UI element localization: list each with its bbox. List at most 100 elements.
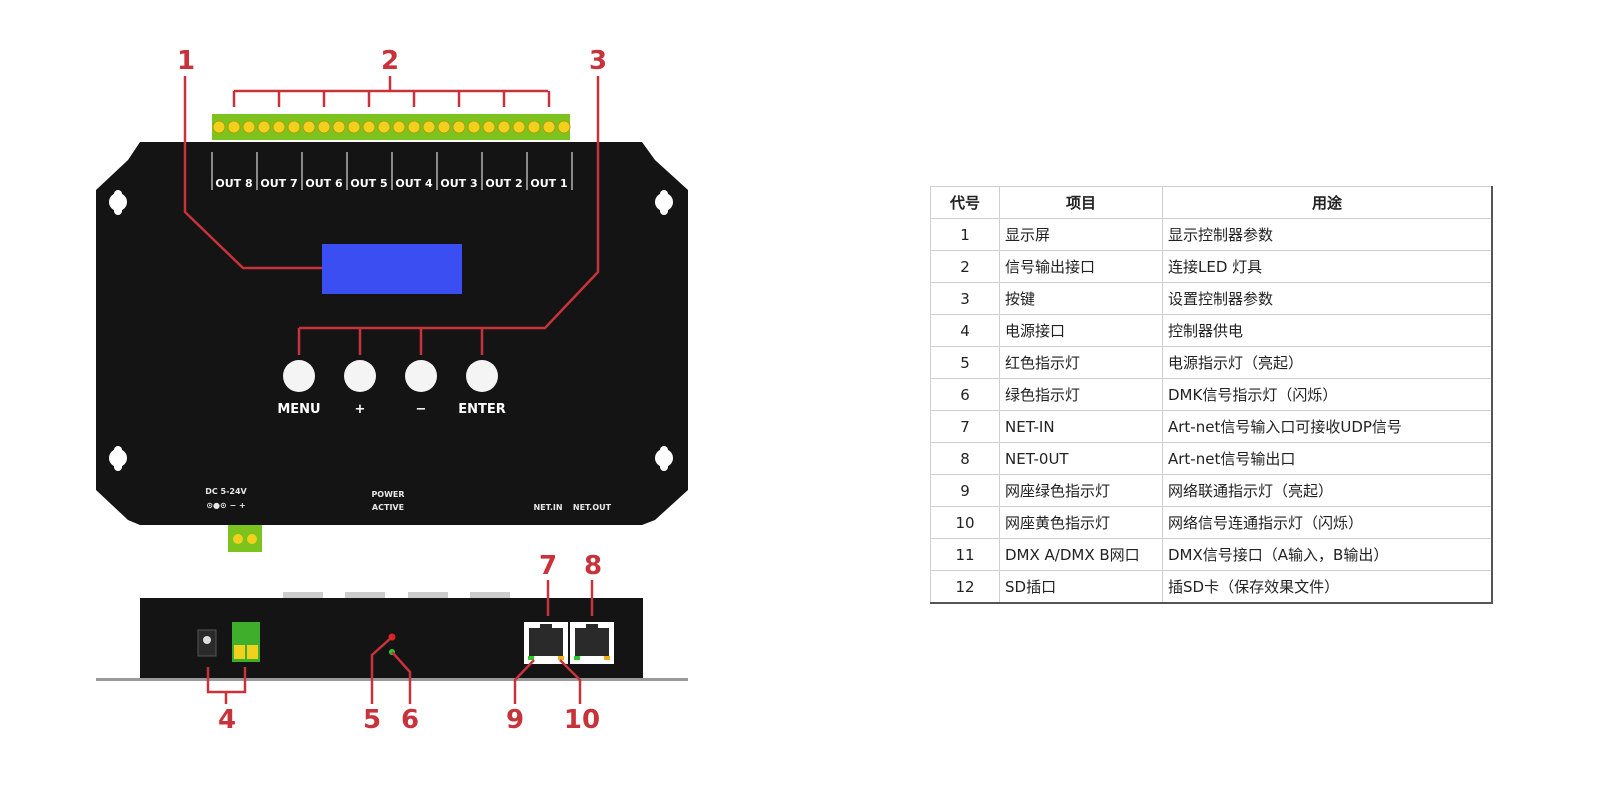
- button-label-plus: +: [355, 402, 366, 417]
- header-use: 用途: [1162, 186, 1493, 219]
- cell-item: SD插口: [999, 570, 1163, 604]
- terminal-screw: [467, 120, 481, 134]
- rj45-port-in: [524, 622, 568, 664]
- table-header-row: 代号 项目 用途: [930, 186, 1493, 219]
- cell-code: 8: [930, 442, 1000, 475]
- terminal-screw: [287, 120, 301, 134]
- callout-3: 3: [589, 46, 607, 76]
- power-terminal-side: [232, 622, 260, 662]
- terminal-screw: [362, 120, 376, 134]
- terminal-screw: [407, 120, 421, 134]
- power-input-label: DC 5-24V: [205, 487, 247, 496]
- cell-item: 电源接口: [999, 314, 1163, 347]
- power-terminal-top: [228, 525, 262, 552]
- cell-code: 9: [930, 474, 1000, 507]
- callout-6: 6: [401, 705, 419, 735]
- header-code: 代号: [930, 186, 1000, 219]
- terminal-screw: [482, 120, 496, 134]
- power-polarity-symbols: ⊙●⊙ − +: [206, 501, 245, 510]
- terminal-label: OUT 2: [485, 177, 522, 190]
- callout-7: 7: [539, 551, 557, 581]
- cell-item: DMX A/DMX B网口: [999, 538, 1163, 571]
- mounting-holes: [109, 190, 673, 471]
- terminal-screw: [212, 120, 226, 134]
- cell-use: 插SD卡（保存效果文件）: [1162, 570, 1493, 604]
- dc-jack: [197, 629, 217, 657]
- terminal-screw: [542, 120, 556, 134]
- cell-item: NET-0UT: [999, 442, 1163, 475]
- cell-use: Art-net信号输出口: [1162, 442, 1493, 475]
- terminal-label: OUT 5: [350, 177, 387, 190]
- cell-item: 显示屏: [999, 218, 1163, 251]
- cell-item: NET-IN: [999, 410, 1163, 443]
- cell-use: 显示控制器参数: [1162, 218, 1493, 251]
- terminal-label: OUT 3: [440, 177, 477, 190]
- cell-item: 网座绿色指示灯: [999, 474, 1163, 507]
- cell-code: 5: [930, 346, 1000, 379]
- callout-9: 9: [506, 705, 524, 735]
- callout-leaders: [183, 76, 600, 704]
- callout-8: 8: [584, 551, 602, 581]
- cell-use: Art-net信号输入口可接收UDP信号: [1162, 410, 1493, 443]
- active-status-label: ACTIVE: [372, 503, 404, 512]
- terminal-label: OUT 8: [215, 177, 252, 190]
- callout-10: 10: [564, 705, 600, 735]
- callout-5: 5: [363, 705, 381, 735]
- callout-1: 1: [177, 46, 195, 76]
- header-item: 项目: [999, 186, 1163, 219]
- cell-use: 网络联通指示灯（亮起）: [1162, 474, 1493, 507]
- terminal-label: OUT 7: [260, 177, 297, 190]
- terminal-label: OUT 6: [305, 177, 343, 190]
- button-label-minus: −: [416, 402, 427, 417]
- button-plus: +: [344, 360, 376, 417]
- terminal-screw: [272, 120, 286, 134]
- terminal-screw: [422, 120, 436, 134]
- cell-code: 6: [930, 378, 1000, 411]
- power-status-label: POWER: [371, 490, 404, 499]
- terminal-screw: [347, 120, 361, 134]
- cell-item: 信号输出接口: [999, 250, 1163, 283]
- terminal-screw: [377, 120, 391, 134]
- cell-use: DMX信号接口（A输入，B输出）: [1162, 538, 1493, 571]
- terminal-screw: [332, 120, 346, 134]
- cell-code: 10: [930, 506, 1000, 539]
- cell-use: 控制器供电: [1162, 314, 1493, 347]
- cell-item: 按键: [999, 282, 1163, 315]
- net-out-label: NET.OUT: [573, 503, 612, 512]
- callout-4: 4: [218, 705, 236, 735]
- terminal-screw: [392, 120, 406, 134]
- cell-code: 2: [930, 250, 1000, 283]
- terminal-screw: [227, 120, 241, 134]
- terminal-screw: [512, 120, 526, 134]
- terminal-screw: [242, 120, 256, 134]
- cell-use: 设置控制器参数: [1162, 282, 1493, 315]
- output-terminal-block: [212, 114, 571, 140]
- cell-use: 连接LED 灯具: [1162, 250, 1493, 283]
- button-menu: MENU: [277, 360, 321, 417]
- rj45-port-out: [570, 622, 614, 664]
- terminal-screw: [497, 120, 511, 134]
- cell-code: 7: [930, 410, 1000, 443]
- callout-2: 2: [381, 46, 399, 76]
- button-label-menu: MENU: [277, 402, 320, 417]
- cell-item: 绿色指示灯: [999, 378, 1163, 411]
- cell-code: 3: [930, 282, 1000, 315]
- cell-item: 网座黄色指示灯: [999, 506, 1163, 539]
- cell-use: 网络信号连通指示灯（闪烁）: [1162, 506, 1493, 539]
- cell-use: DMK信号指示灯（闪烁）: [1162, 378, 1493, 411]
- lcd-screen: [322, 244, 462, 294]
- controller-case: [96, 142, 688, 525]
- cell-use: 电源指示灯（亮起）: [1162, 346, 1493, 379]
